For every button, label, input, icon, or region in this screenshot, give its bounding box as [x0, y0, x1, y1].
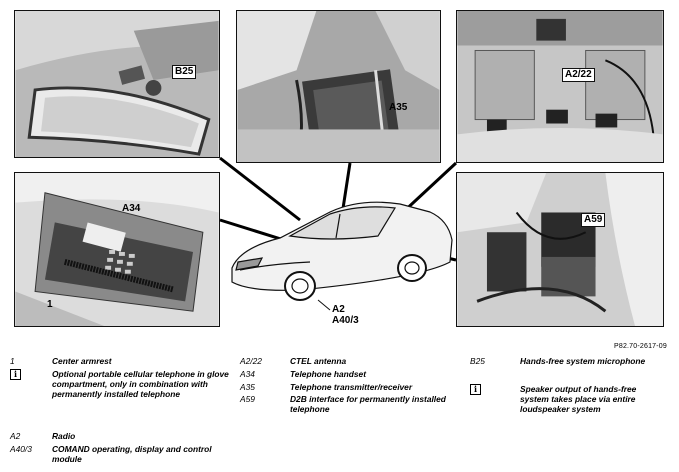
mirror-photo-drawing	[15, 11, 219, 157]
callout-a40-3: A40/3	[332, 315, 359, 326]
legend-text-handset: Telephone handset	[290, 369, 367, 379]
photo-transmitter-receiver: A35	[236, 10, 441, 163]
car-outline	[231, 201, 453, 311]
photo-mirror-microphone: B25	[14, 10, 220, 158]
connector-armrest	[219, 218, 301, 247]
connector-trunk-a35	[338, 162, 352, 229]
legend-text-ctel-antenna: CTEL antenna	[290, 356, 347, 366]
callout-a34: A34	[122, 203, 141, 214]
callout-a35: A35	[389, 102, 408, 113]
callout-b25: B25	[172, 65, 197, 79]
legend-text-speaker-output: Speaker output of hands-free system take…	[520, 384, 637, 414]
trunk-photo-drawing	[237, 11, 440, 162]
legend-key-a40-3: A40/3	[10, 444, 32, 454]
d2b-photo-drawing	[457, 173, 663, 326]
legend-column-2: A2/22 CTEL antenna A34 Telephone handset…	[240, 356, 455, 426]
connector-d2b	[369, 238, 457, 262]
legend-key-a34: A34	[240, 369, 255, 379]
legend-text-comand: COMAND operating, display and control mo…	[52, 444, 212, 464]
callout-a2-22: A2/22	[562, 68, 595, 82]
antenna-photo-drawing	[457, 11, 663, 162]
callout-a2: A2	[332, 304, 345, 315]
legend-text-radio: Radio	[52, 431, 76, 441]
legend-column-3: B25 Hands-free system microphone i Speak…	[470, 356, 670, 426]
callout-1: 1	[47, 299, 53, 310]
legend-column-1: 1 Center armrest i Optional portable cel…	[10, 356, 230, 468]
legend-text-center-armrest: Center armrest	[52, 356, 112, 366]
armrest-photo-drawing	[15, 173, 219, 326]
legend-text-d2b: D2B interface for permanently installed …	[290, 394, 446, 414]
legend-key-a2-22: A2/22	[240, 356, 262, 366]
info-icon-speaker: i	[470, 384, 481, 395]
legend-text-transmitter: Telephone transmitter/receiver	[290, 382, 413, 392]
connector-mirror	[219, 156, 301, 222]
legend-key-a2: A2	[10, 431, 21, 441]
photo-ctel-antenna: A2/22	[456, 10, 664, 163]
info-icon: i	[10, 369, 21, 380]
photo-center-armrest: A34 1	[14, 172, 220, 327]
legend-text-microphone: Hands-free system microphone	[520, 356, 646, 366]
callout-a59: A59	[581, 213, 606, 227]
legend-key-a35: A35	[240, 382, 255, 392]
figure-reference: P82.70-2617-09	[613, 343, 667, 350]
legend-key-b25: B25	[470, 356, 485, 366]
legend-key-1: 1	[10, 356, 15, 366]
legend-text-portable-phone: Optional portable cellular telephone in …	[52, 369, 229, 399]
photo-d2b-interface: A59	[456, 172, 664, 327]
legend-key-a59: A59	[240, 394, 255, 404]
connector-antenna	[398, 161, 458, 217]
